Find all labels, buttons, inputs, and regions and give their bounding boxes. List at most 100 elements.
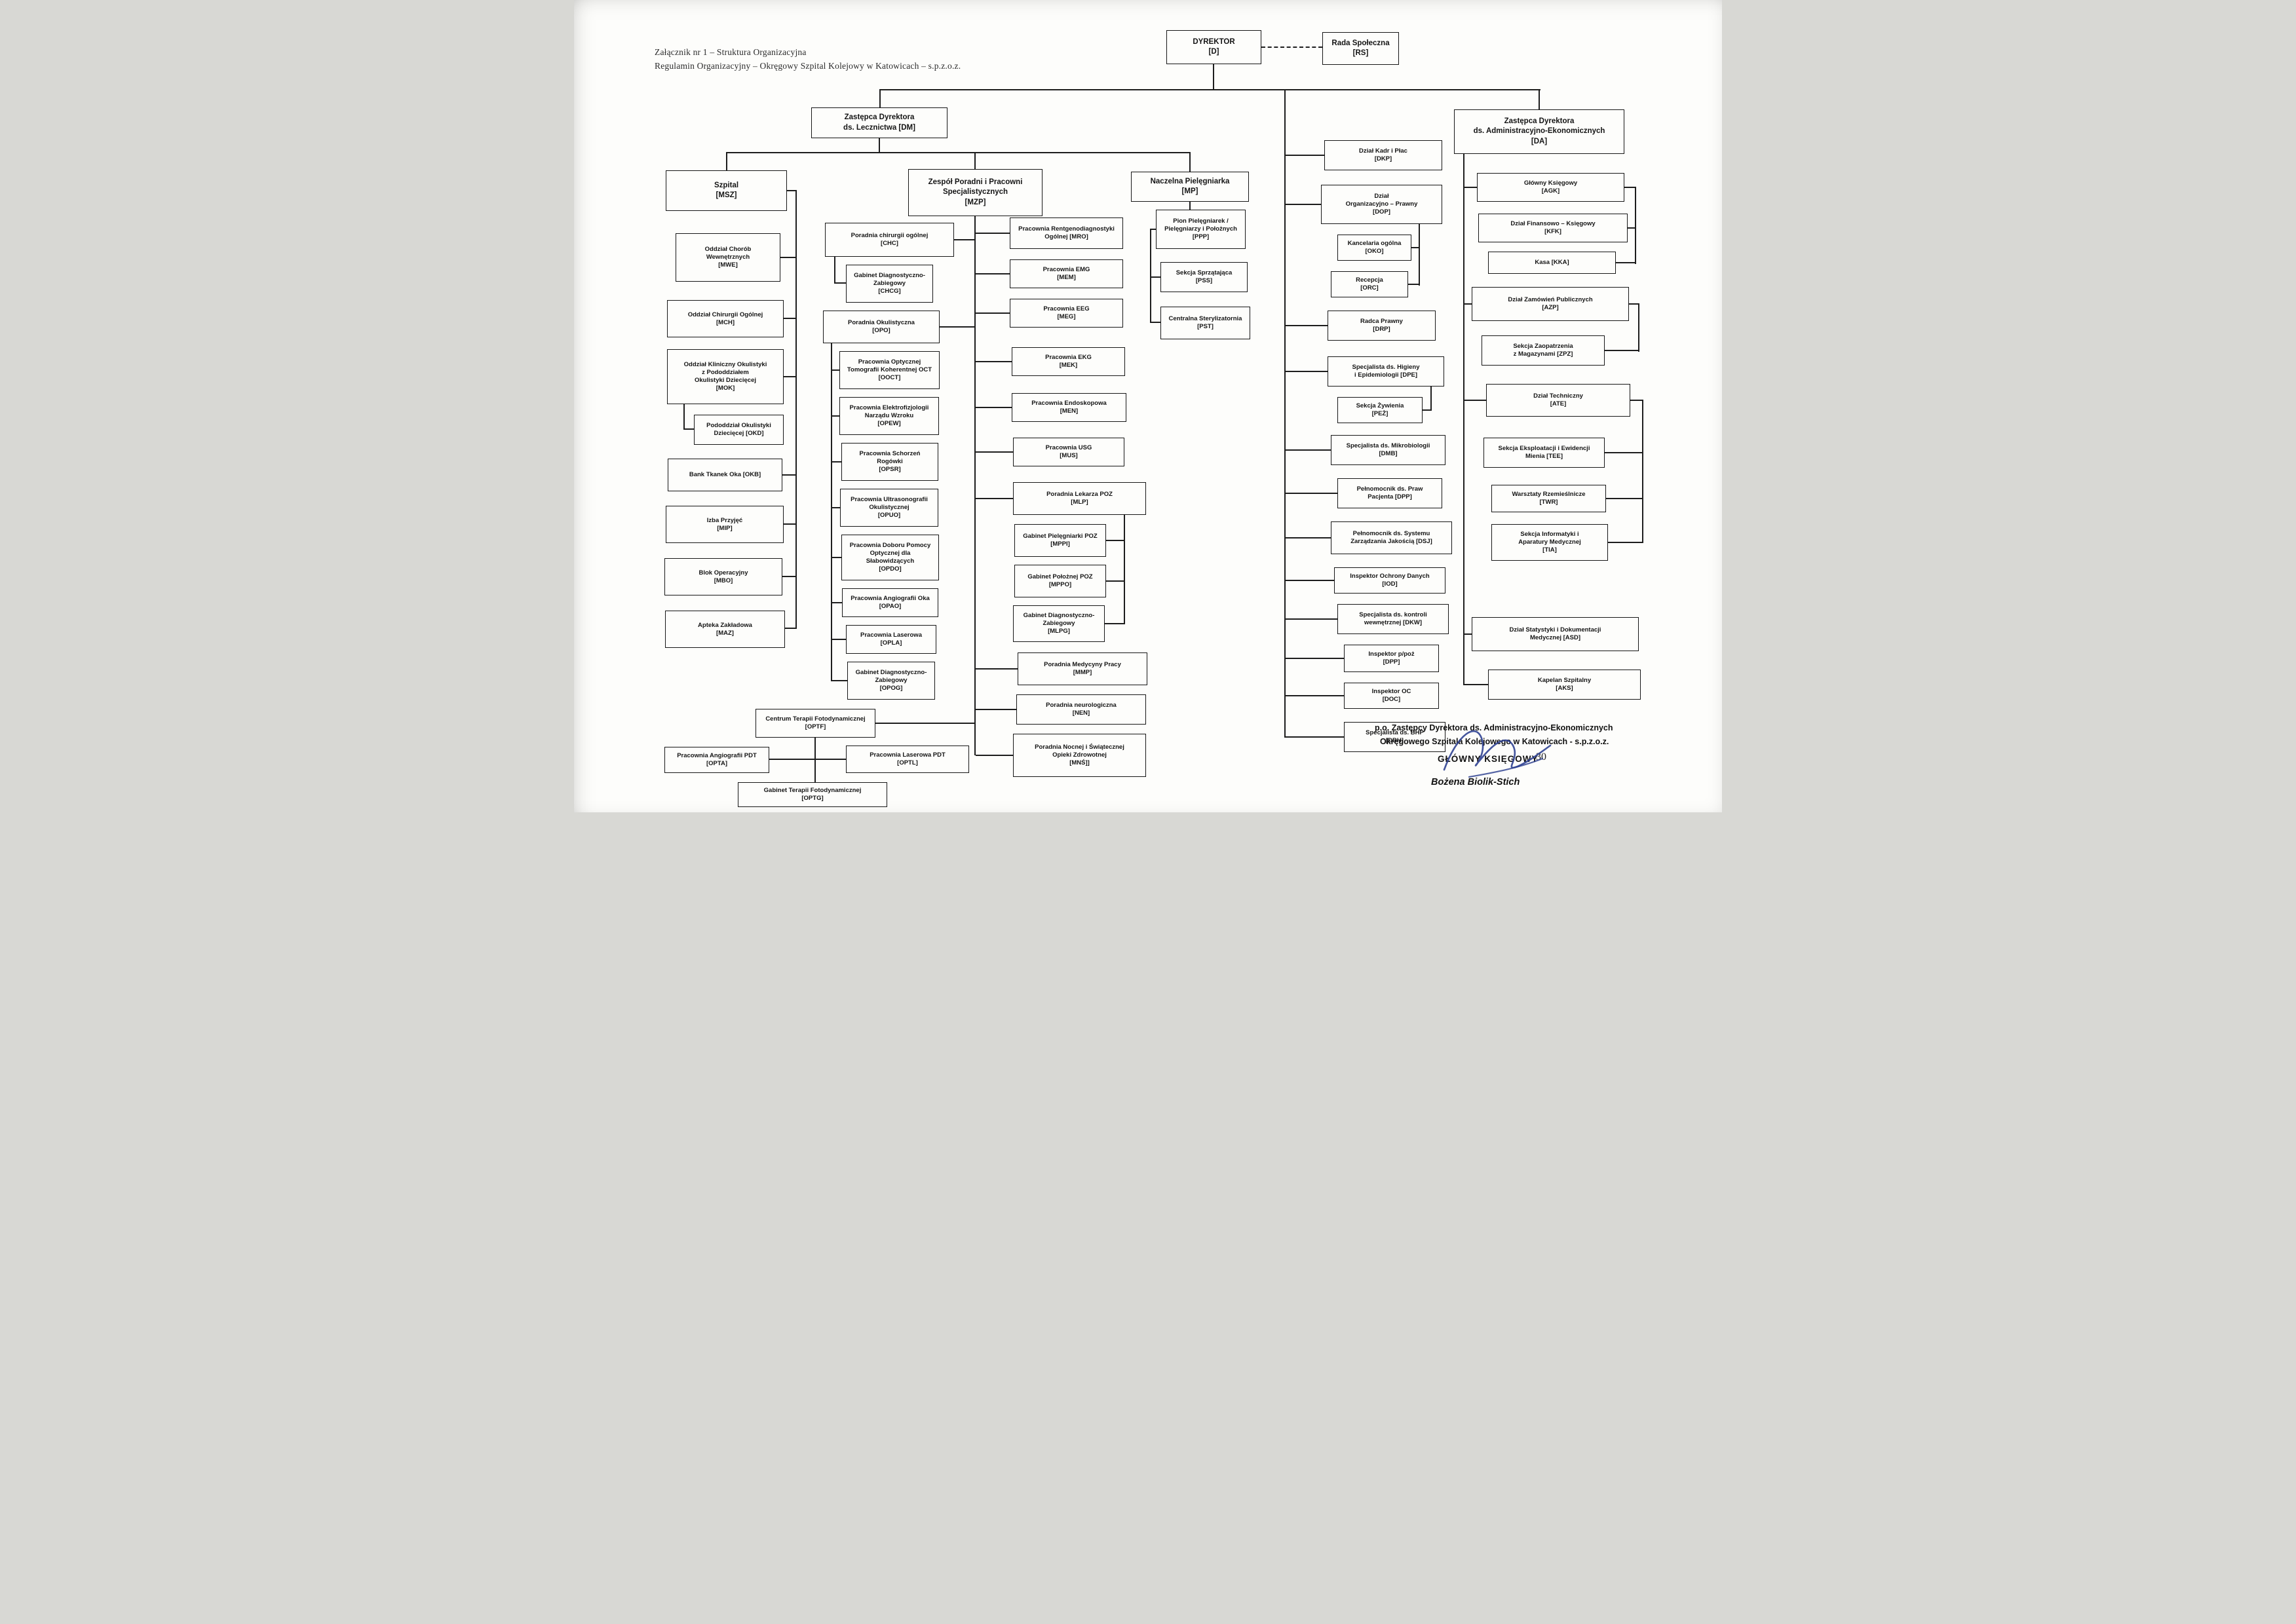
org-box-label-line: Pełnomocnik ds. Systemu	[1352, 530, 1430, 538]
connector-line	[1261, 47, 1322, 48]
org-box-label-line: Specjalista ds. BHP	[1366, 729, 1424, 737]
org-box-OPAO: Pracownia Angiografii Oka[OPAO]	[842, 588, 938, 617]
org-box-OPTF: Centrum Terapii Fotodynamicznej[OPTF]	[756, 709, 875, 738]
org-box-label-line: [RS]	[1352, 49, 1369, 57]
org-box-label-line: Rada Społeczna	[1331, 39, 1390, 47]
org-box-label-line: Mienia [TEE]	[1525, 453, 1563, 460]
org-box-label-line: Poradnia Nocnej i Świątecznej	[1035, 744, 1124, 751]
org-box-label-line: Narządu Wzroku	[864, 412, 914, 420]
org-box-label-line: [OPTG]	[801, 795, 824, 802]
org-box-label-line: Sekcja Zaopatrzenia	[1513, 343, 1573, 350]
org-box-label-line: [OPSR]	[879, 465, 901, 473]
org-box-label-line: Opieki Zdrowotnej	[1052, 751, 1107, 759]
connector-line	[875, 723, 974, 724]
org-box-label-line: [MZP]	[965, 198, 986, 206]
stamp-title-line1: p.o. Zastępcy Dyrektora ds. Administracy…	[1375, 723, 1613, 732]
org-box-label-line: [KFK]	[1544, 228, 1561, 235]
org-box-label-line: i Epidemiologii [DPE]	[1354, 371, 1418, 379]
org-box-label-line: Poradnia Medycyny Pracy	[1044, 661, 1121, 669]
org-box-MEN: Pracownia Endoskopowa[MEN]	[1012, 393, 1126, 422]
org-box-MP: Naczelna Pielęgniarka[MP]	[1131, 172, 1249, 202]
org-box-label-line: Gabinet Diagnostyczno-	[855, 669, 927, 677]
org-box-label-line: Pracownia USG	[1045, 444, 1092, 452]
org-box-label-line: [MAZ]	[716, 629, 734, 637]
org-box-label-line: Pracownia Rentgenodiagnostyki	[1018, 225, 1115, 233]
org-box-CHCG: Gabinet Diagnostyczno-Zabiegowy[CHCG]	[846, 265, 933, 303]
connector-line	[1624, 187, 1636, 188]
connector-line	[1124, 515, 1125, 624]
connector-line	[1284, 371, 1328, 372]
org-box-label-line: Pion Pielęgniarek /	[1173, 217, 1229, 225]
org-box-label-line: Gabinet Pielęgniarki POZ	[1023, 533, 1098, 540]
org-box-label-line: [PEŻ]	[1371, 410, 1388, 417]
connector-line	[1463, 187, 1477, 188]
connector-line	[976, 361, 1012, 362]
org-box-label-line: Pracownia Schorzeń	[859, 450, 921, 458]
org-box-DBH: Specjalista ds. BHP[DBH]	[1344, 722, 1445, 752]
connector-line	[976, 709, 1016, 710]
org-box-label-line: Naczelna Pielęgniarka	[1150, 177, 1230, 185]
connector-line	[1430, 387, 1432, 411]
org-box-label-line: [PSS]	[1195, 277, 1213, 284]
org-box-label-line: Słabowidzących	[866, 557, 915, 565]
org-box-label-line: [OPUO]	[877, 511, 901, 519]
connector-line	[769, 759, 814, 760]
connector-line	[940, 326, 974, 328]
org-box-label-line: [PST]	[1197, 323, 1214, 330]
connector-line	[1463, 154, 1464, 685]
connector-line	[831, 507, 840, 508]
org-box-label-line: [NEN]	[1072, 709, 1090, 717]
org-box-label-line: Inspektor p/poż	[1368, 651, 1415, 658]
org-box-label-line: [DMB]	[1379, 450, 1398, 457]
connector-line	[1213, 64, 1214, 89]
org-box-label-line: Poradnia chirurgii ogólnej	[851, 232, 928, 240]
org-box-label-line: Pracownia Laserowa PDT	[870, 751, 946, 759]
connector-line	[974, 152, 976, 169]
org-box-label-line: Centrum Terapii Fotodynamicznej	[765, 715, 866, 723]
connector-line	[683, 428, 694, 430]
connector-line	[1284, 449, 1331, 451]
connector-line	[1150, 322, 1160, 323]
org-box-label-line: Pracownia EKG	[1045, 354, 1092, 362]
org-box-DPPOZ: Inspektor p/poż[DPP]	[1344, 645, 1439, 672]
org-box-label-line: [MSZ]	[716, 191, 737, 199]
connector-line	[1411, 247, 1420, 248]
org-box-label-line: Pracownia Angiografii Oka	[851, 595, 930, 603]
org-box-MCH: Oddział Chirurgii Ogólnej[MCH]	[667, 300, 784, 337]
org-box-label-line: Gabinet Położnej POZ	[1027, 573, 1093, 581]
org-box-label-line: [TWR]	[1539, 499, 1558, 506]
org-box-NEN: Poradnia neurologiczna[NEN]	[1016, 694, 1146, 725]
org-box-label-line: [AZP]	[1542, 304, 1559, 311]
org-box-label-line: Recepcja	[1356, 276, 1383, 284]
org-box-label-line: [MLPG]	[1048, 627, 1070, 635]
connector-line	[1284, 580, 1334, 581]
org-box-label-line: [OPTF]	[805, 723, 826, 730]
org-box-label-line: [MPPI]	[1050, 540, 1070, 548]
connector-line	[976, 668, 1018, 670]
org-box-label-line: [MEK]	[1059, 362, 1078, 369]
connector-line	[976, 755, 1013, 756]
org-box-IOD: Inspektor Ochrony Danych[IOD]	[1334, 567, 1445, 594]
org-box-label-line: Dział	[1374, 193, 1389, 200]
handwritten-signature-scribble	[1443, 730, 1552, 778]
org-box-label-line: Optycznej dla	[870, 550, 911, 557]
org-box-label-line: ds. Lecznictwa [DM]	[843, 123, 915, 132]
connector-line	[1608, 542, 1643, 543]
org-box-label-line: Zabiegowy	[1043, 620, 1075, 628]
org-box-label-line: Bank Tkanek Oka [OKB]	[689, 471, 761, 479]
connector-line	[834, 257, 835, 284]
org-box-label-line: [DOP]	[1373, 208, 1390, 216]
connector-line	[1463, 633, 1472, 635]
org-box-MBO: Blok Operacyjny[MBO]	[664, 558, 782, 595]
org-box-MSZ: Szpital[MSZ]	[666, 170, 787, 211]
org-box-label-line: Zabiegowy	[873, 280, 906, 288]
org-box-label-line: [OKO]	[1365, 248, 1384, 255]
org-box-MEM: Pracownia EMG[MEM]	[1010, 259, 1123, 288]
org-box-label-line: z Pododdziałem	[702, 369, 749, 377]
org-box-label-line: Inspektor Ochrony Danych	[1350, 573, 1430, 580]
